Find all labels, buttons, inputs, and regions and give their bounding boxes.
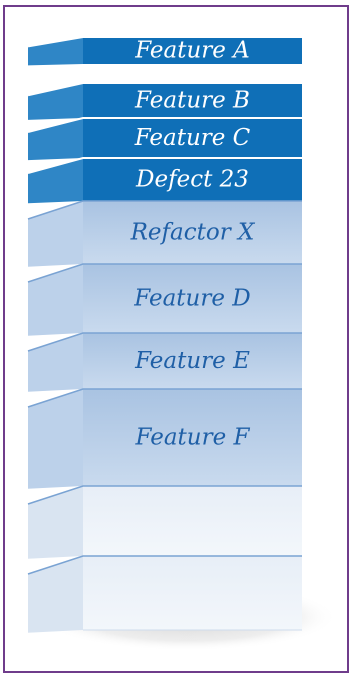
stack-item-front-face xyxy=(83,486,302,556)
stack-item-label: Feature E xyxy=(134,348,250,374)
stack-item-separator xyxy=(27,36,302,48)
stack-item-label: Refactor X xyxy=(130,220,256,246)
stack-item-side-face xyxy=(28,486,83,559)
stack-item-front-face xyxy=(83,264,302,333)
stack-item-side-face xyxy=(28,556,83,633)
stack-item-separator xyxy=(27,157,302,175)
stack-item-front-face xyxy=(83,158,302,201)
stack-item-separator xyxy=(27,555,302,575)
stack-item-side-face xyxy=(28,264,83,336)
stack-layer: Feature A Feature B Feature C Defect 23 Refa… xyxy=(27,36,302,633)
stack-item-front-face xyxy=(83,333,302,389)
stack-item: Feature C xyxy=(27,117,302,161)
stack-item: Defect 23 xyxy=(27,157,302,204)
stack-item-label: Feature F xyxy=(135,425,251,451)
stack-item-separator xyxy=(27,117,302,133)
stack-item-separator xyxy=(27,263,302,283)
stack-item-separator xyxy=(27,332,302,352)
stack-item-front-face xyxy=(83,37,302,64)
stack-item-front-face xyxy=(83,389,302,486)
stack-item-side-face xyxy=(28,333,83,392)
stack-item: Feature A xyxy=(27,36,302,66)
stack-item: Feature D xyxy=(27,263,302,336)
stack-item-separator xyxy=(27,200,302,220)
stack-item-label: Defect 23 xyxy=(135,167,249,193)
stack-item-label: Feature B xyxy=(134,88,250,114)
stack-item-side-face xyxy=(28,389,83,489)
stack-item-front-face xyxy=(83,118,302,158)
stack-item xyxy=(27,485,302,559)
stack-item-front-face xyxy=(83,83,302,118)
stack-item: Feature E xyxy=(27,332,302,392)
stack-item-label: Feature D xyxy=(133,286,250,312)
stack-item-side-face xyxy=(28,201,83,267)
stack-item xyxy=(27,555,302,633)
stack-item-separator xyxy=(27,485,302,505)
stack-item: Refactor X xyxy=(27,200,302,267)
stack-item: Feature F xyxy=(27,388,302,489)
stack-item-front-face xyxy=(83,201,302,264)
stack-item: Feature B xyxy=(27,82,302,120)
stack-item-label: Feature C xyxy=(134,125,251,151)
stack-item-front-face xyxy=(83,556,302,630)
stack-item-separator xyxy=(27,388,302,408)
stack-item-label: Feature A xyxy=(134,38,250,64)
stack-item-separator xyxy=(27,82,302,97)
